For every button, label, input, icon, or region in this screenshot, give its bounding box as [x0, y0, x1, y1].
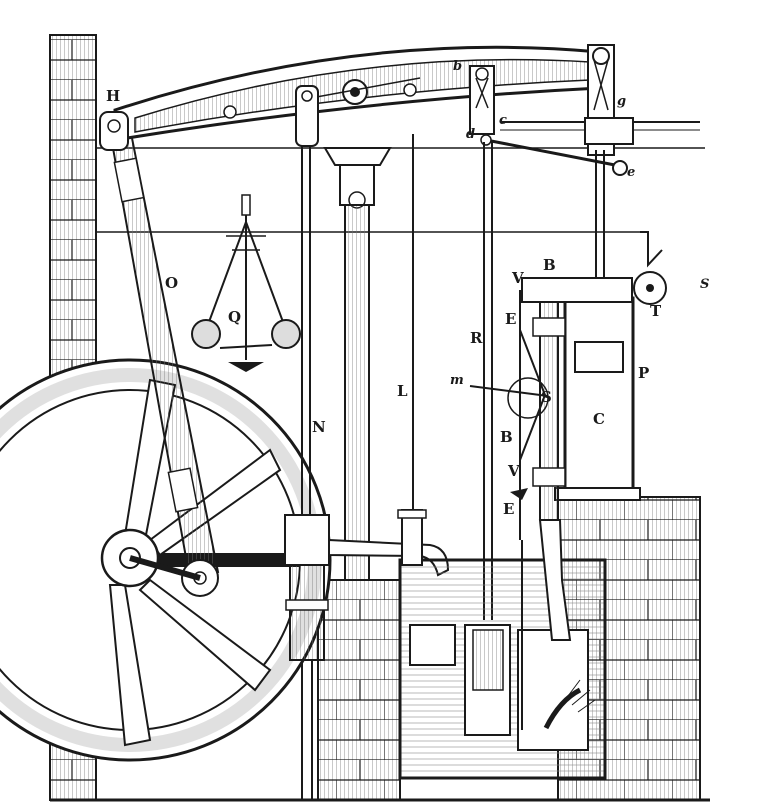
label-e-top: E — [505, 310, 516, 328]
label-e-bottom: E — [503, 500, 514, 518]
vertical-rods — [301, 134, 605, 620]
centrifugal-governor — [191, 194, 301, 372]
steam-cylinder — [554, 296, 641, 501]
label-c-small: c — [499, 113, 507, 128]
label-e-small: e — [627, 165, 635, 180]
parallel-motion — [469, 44, 700, 176]
label-r: R — [470, 329, 483, 347]
label-b-mid: B — [500, 428, 513, 446]
label-h: H — [106, 87, 120, 105]
label-v-top: V — [511, 269, 524, 287]
central-column — [323, 147, 392, 581]
beam-pivot-h — [99, 111, 129, 151]
pump-barrel — [284, 514, 450, 800]
label-b-beam: b — [453, 59, 462, 74]
label-l: L — [397, 382, 408, 400]
beam — [113, 45, 602, 142]
label-t: T — [650, 302, 662, 320]
pump-links — [295, 85, 319, 147]
flywheel — [0, 358, 332, 762]
label-d: d — [466, 127, 475, 142]
label-m: m — [450, 373, 464, 388]
label-p: P — [638, 364, 649, 382]
label-s-right: S — [700, 277, 709, 292]
valve-chest — [521, 231, 667, 641]
label-g: g — [617, 94, 626, 109]
diagram-labels: H b g c d e O Q S V B T E R P m S C B L … — [106, 59, 709, 518]
label-q: Q — [228, 308, 241, 326]
label-b-top: B — [543, 256, 556, 274]
label-n: N — [312, 418, 326, 436]
label-c: C — [593, 410, 605, 428]
label-o: O — [165, 274, 178, 292]
condenser-cistern — [397, 509, 607, 780]
valve-gear — [469, 290, 549, 730]
label-v-mid: V — [507, 462, 520, 480]
label-s-small: S — [541, 388, 552, 406]
